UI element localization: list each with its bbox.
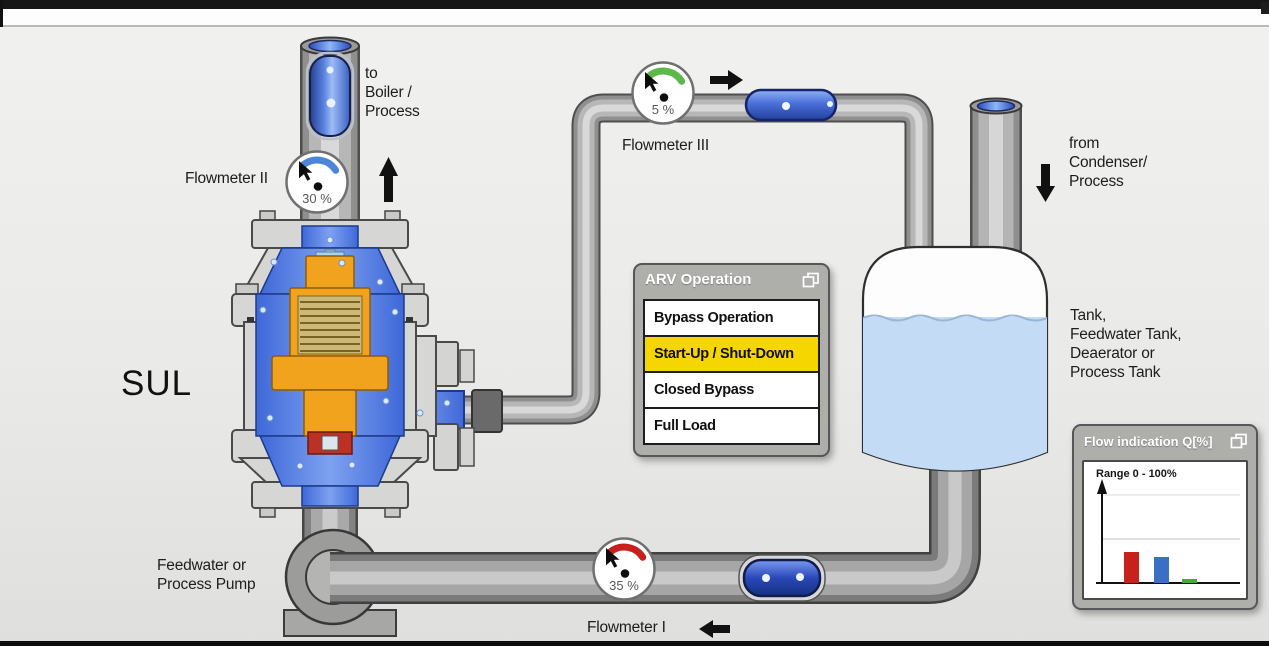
- arv-panel-title: ARV Operation: [645, 271, 752, 288]
- sul-valve: [231, 210, 503, 518]
- left-edge: [0, 0, 3, 27]
- sight-glass-top: [744, 88, 838, 122]
- gauge-needle-cursor-icon: [299, 161, 313, 181]
- corner-notch: [1261, 2, 1269, 14]
- pipe-tank-to-pump: [330, 442, 981, 604]
- gauge-value: 35 %: [609, 578, 639, 593]
- flow-panel-title: Flow indication Q[%]: [1084, 433, 1213, 449]
- panel-restore-icon[interactable]: [1230, 433, 1248, 449]
- flow-bar-chart: Range 0 - 100%: [1082, 460, 1248, 600]
- gauge-value: 5 %: [652, 102, 675, 117]
- panel-restore-icon[interactable]: [802, 272, 820, 288]
- arv-operation-panel: ARV Operation Bypass Operation Start-Up …: [633, 263, 830, 457]
- flowmeter-1-gauge: 35 %: [591, 536, 657, 602]
- pipe-bypass-loop: [460, 93, 934, 425]
- sight-glass-vertical: [305, 51, 355, 141]
- flow-indication-panel: Flow indication Q[%] Range 0 - 100%: [1072, 424, 1258, 610]
- flow-right-arrow-icon: [710, 70, 743, 90]
- chart-range-label: Range 0 - 100%: [1096, 468, 1177, 480]
- gauge-needle-cursor-icon: [645, 72, 659, 92]
- y-axis-arrow-icon: [1097, 479, 1107, 494]
- bar-flowmeter-ii: [1154, 557, 1169, 583]
- flowmeter-3-gauge: 5 %: [630, 60, 696, 126]
- flow-left-arrow-icon: [699, 620, 730, 638]
- arv-mode-closed-bypass[interactable]: Closed Bypass: [645, 373, 818, 407]
- gauge-arc: [645, 67, 686, 85]
- arv-mode-startup-shutdown[interactable]: Start-Up / Shut-Down: [645, 337, 818, 371]
- top-strip: [0, 9, 1269, 27]
- feedwater-tank: [861, 245, 1049, 472]
- flowmeter-1-label: Flowmeter I: [587, 619, 666, 636]
- flowmeter-2-gauge: 30 %: [284, 149, 350, 215]
- flowmeter-3-label: Flowmeter III: [622, 137, 709, 154]
- gauge-arc: [606, 543, 647, 561]
- arv-mode-list: Bypass Operation Start-Up / Shut-Down Cl…: [643, 299, 820, 445]
- top-window-bar: [0, 0, 1269, 9]
- bottom-window-bar: [0, 641, 1269, 646]
- arv-mode-bypass-operation[interactable]: Bypass Operation: [645, 301, 818, 335]
- gauge-arc: [299, 156, 340, 174]
- bar-flowmeter-iii: [1182, 579, 1197, 583]
- gauge-needle-cursor-icon: [606, 548, 620, 568]
- bar-flowmeter-i: [1124, 552, 1139, 583]
- arv-mode-full-load[interactable]: Full Load: [645, 409, 818, 443]
- valve-spring: [297, 295, 363, 355]
- flow-up-arrow-icon: [379, 157, 398, 202]
- sight-glass-bottom: [738, 554, 826, 602]
- flow-down-arrow-icon: [1036, 164, 1055, 202]
- pipe-from-condenser: [969, 97, 1023, 262]
- tank-water: [863, 317, 1047, 471]
- flowmeter-2-label: Flowmeter II: [185, 170, 268, 187]
- gauge-value: 30 %: [302, 191, 332, 206]
- valve-type-label: SUL: [121, 364, 193, 403]
- chart-axes: [1096, 479, 1240, 584]
